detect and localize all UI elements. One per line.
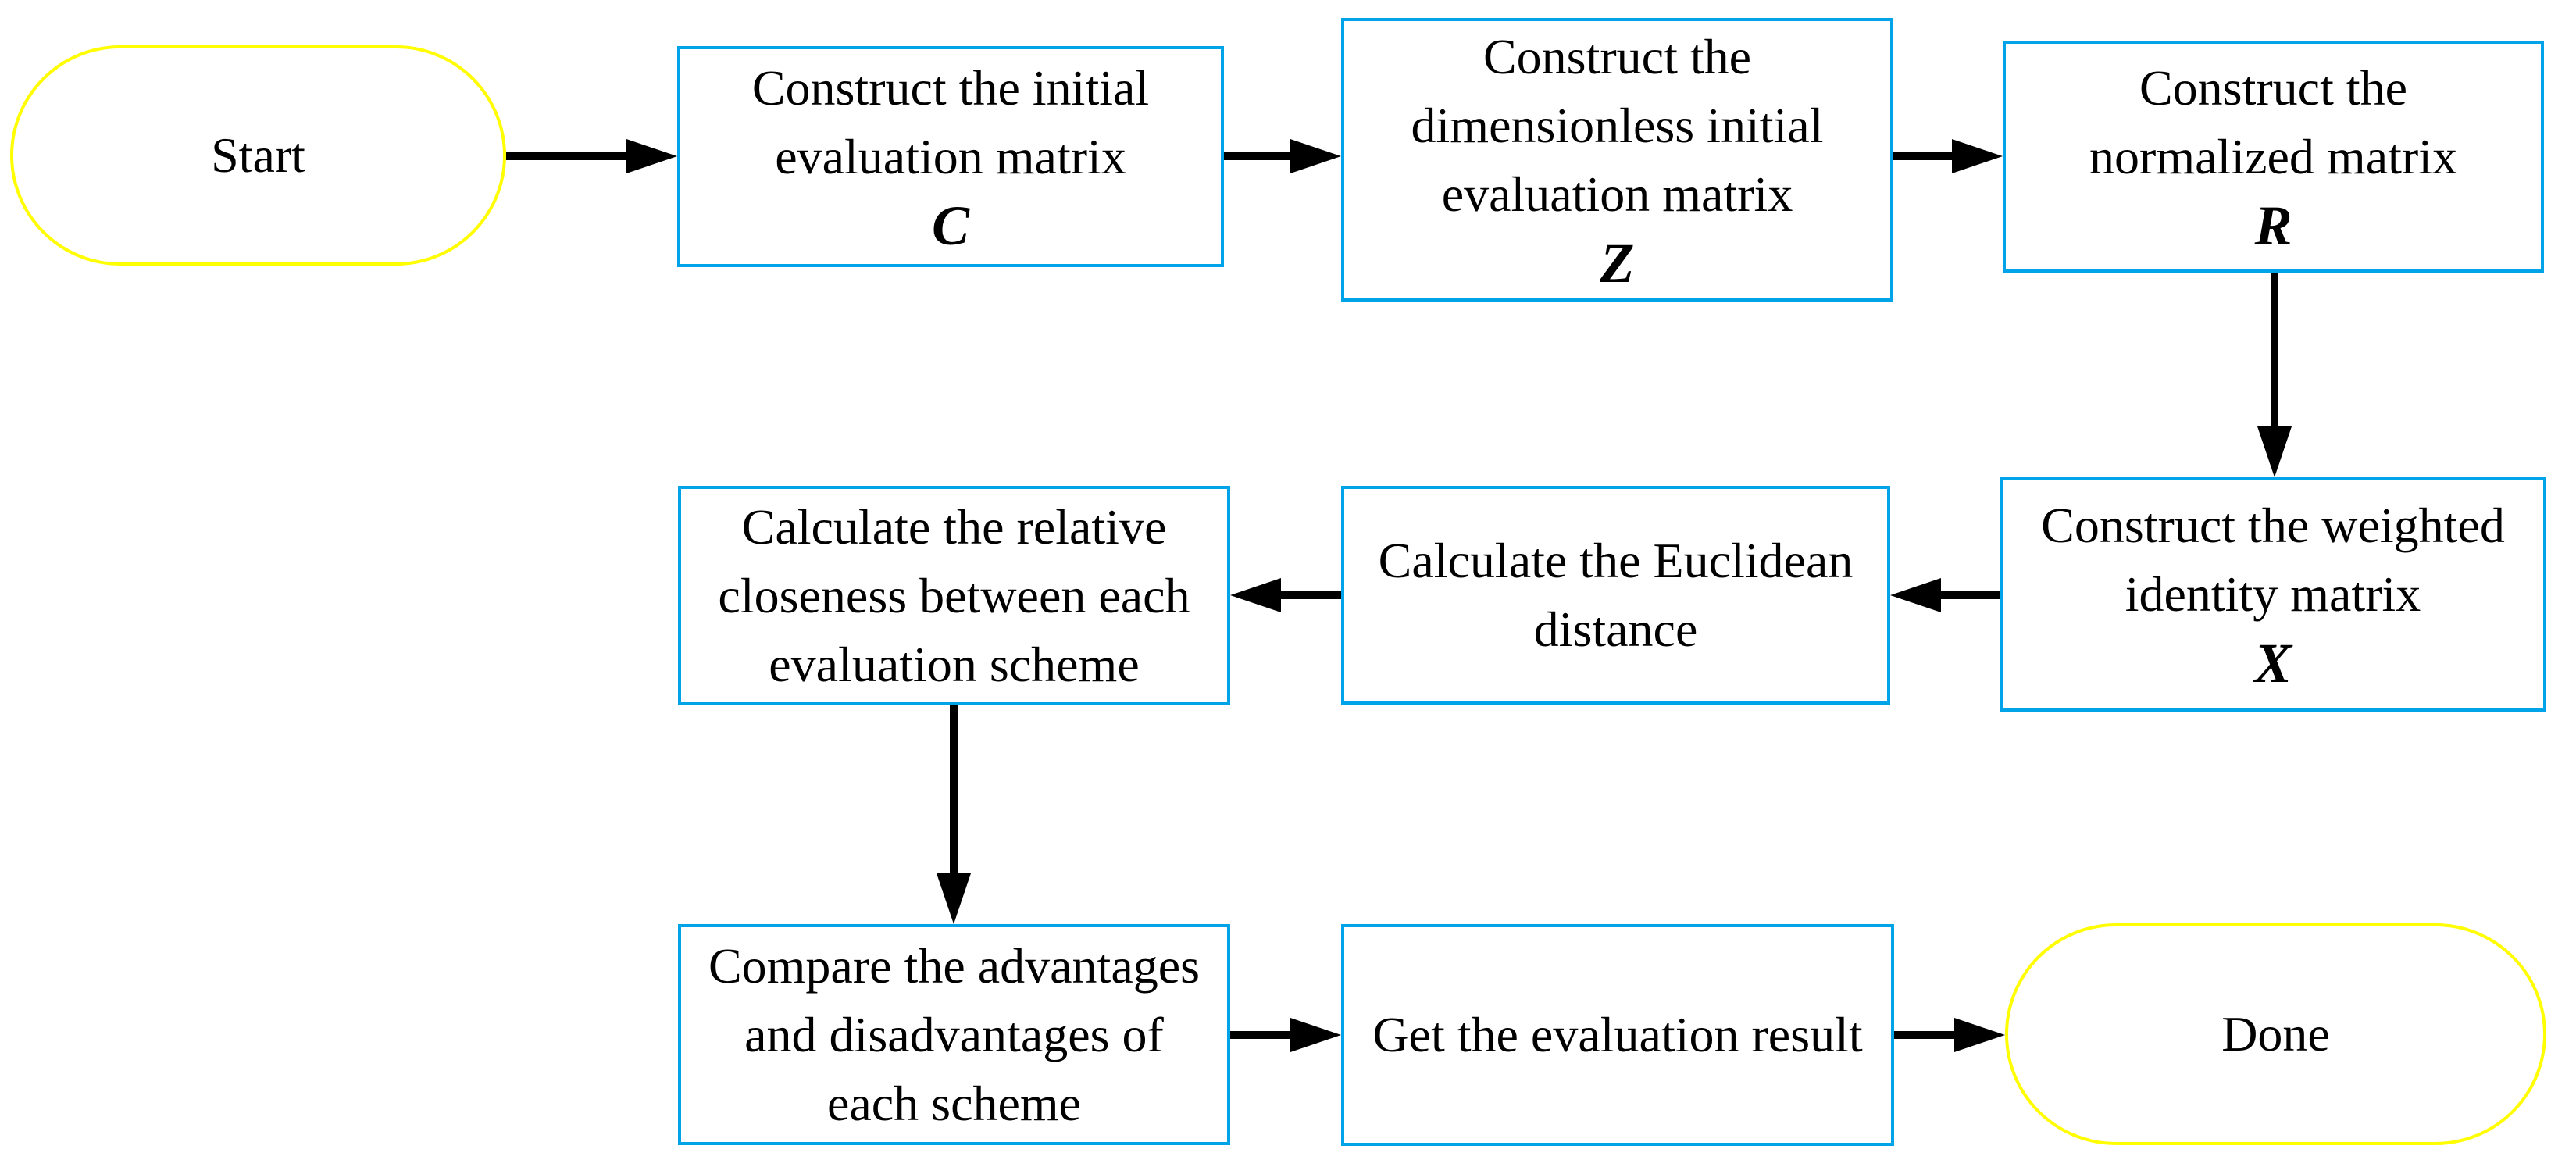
node-done: Done (2005, 923, 2546, 1145)
node-label-line: Compare the advantages (708, 937, 1201, 994)
node-evaluation-result: Get the evaluation result (1341, 924, 1894, 1146)
arrow-relative-to-compare-shaft (950, 705, 958, 879)
node-label-line: evaluation matrix (775, 128, 1126, 184)
node-weighted-identity-matrix: Construct the weighted identity matrix X (2000, 477, 2546, 712)
node-label-line: dimensionless initial (1411, 97, 1824, 153)
node-label-line: distance (1533, 601, 1698, 657)
arrow-result-to-done-shaft (1894, 1031, 1960, 1039)
matrix-symbol: Z (1600, 231, 1635, 294)
node-label: Start (211, 127, 305, 183)
arrow-dimensionless-to-normalized-shaft (1893, 152, 1957, 160)
node-start: Start (10, 45, 506, 266)
node-label-line: Construct the (2139, 59, 2408, 116)
node-label-line: normalized matrix (2089, 128, 2457, 184)
arrowhead-right-icon (626, 139, 677, 173)
arrow-start-to-initial-shaft (506, 152, 632, 160)
node-label-line: identity matrix (2125, 566, 2421, 622)
node-dimensionless-matrix: Construct the dimensionless initial eval… (1341, 18, 1893, 302)
node-relative-closeness: Calculate the relative closeness between… (678, 486, 1230, 705)
arrowhead-right-icon (1952, 139, 2003, 173)
arrowhead-down-icon (2257, 426, 2292, 477)
node-label-line: Calculate the Euclidean (1378, 533, 1854, 588)
node-label-line: Construct the weighted (2041, 498, 2505, 553)
node-normalized-matrix: Construct the normalized matrix R (2003, 41, 2544, 273)
node-label-line: closeness between each (718, 567, 1190, 623)
node-label: Done (2221, 1006, 2330, 1062)
node-label-line: evaluation matrix (1441, 166, 1793, 222)
arrow-normalized-to-weighted-shaft (2271, 273, 2278, 432)
arrow-euclidean-to-relative-shaft (1276, 591, 1341, 599)
arrowhead-right-icon (1954, 1018, 2005, 1052)
node-label-line: Get the evaluation result (1372, 1007, 1863, 1062)
node-initial-evaluation-matrix: Construct the initial evaluation matrix … (677, 46, 1224, 267)
matrix-symbol: X (2253, 632, 2292, 694)
arrow-weighted-to-euclidean-shaft (1936, 591, 2000, 599)
node-compare-schemes: Compare the advantages and disadvantages… (678, 924, 1230, 1145)
matrix-symbol: R (2254, 194, 2292, 257)
node-label-line: Calculate the relative (741, 498, 1167, 555)
node-label-line: each scheme (826, 1075, 1082, 1131)
arrowhead-right-icon (1290, 1018, 1341, 1052)
node-label-line: Construct the initial (751, 59, 1150, 116)
node-label-line: Construct the (1482, 28, 1752, 84)
node-label-line: and disadvantages of (744, 1006, 1164, 1062)
matrix-symbol: C (931, 194, 970, 257)
arrowhead-left-icon (1230, 578, 1281, 612)
arrowhead-right-icon (1290, 139, 1341, 173)
arrow-initial-to-dimensionless-shaft (1224, 152, 1296, 160)
arrow-compare-to-result-shaft (1230, 1031, 1296, 1039)
arrowhead-down-icon (937, 873, 971, 924)
arrowhead-left-icon (1890, 578, 1941, 612)
node-euclidean-distance: Calculate the Euclidean distance (1341, 486, 1890, 705)
node-label-line: evaluation scheme (769, 636, 1140, 692)
